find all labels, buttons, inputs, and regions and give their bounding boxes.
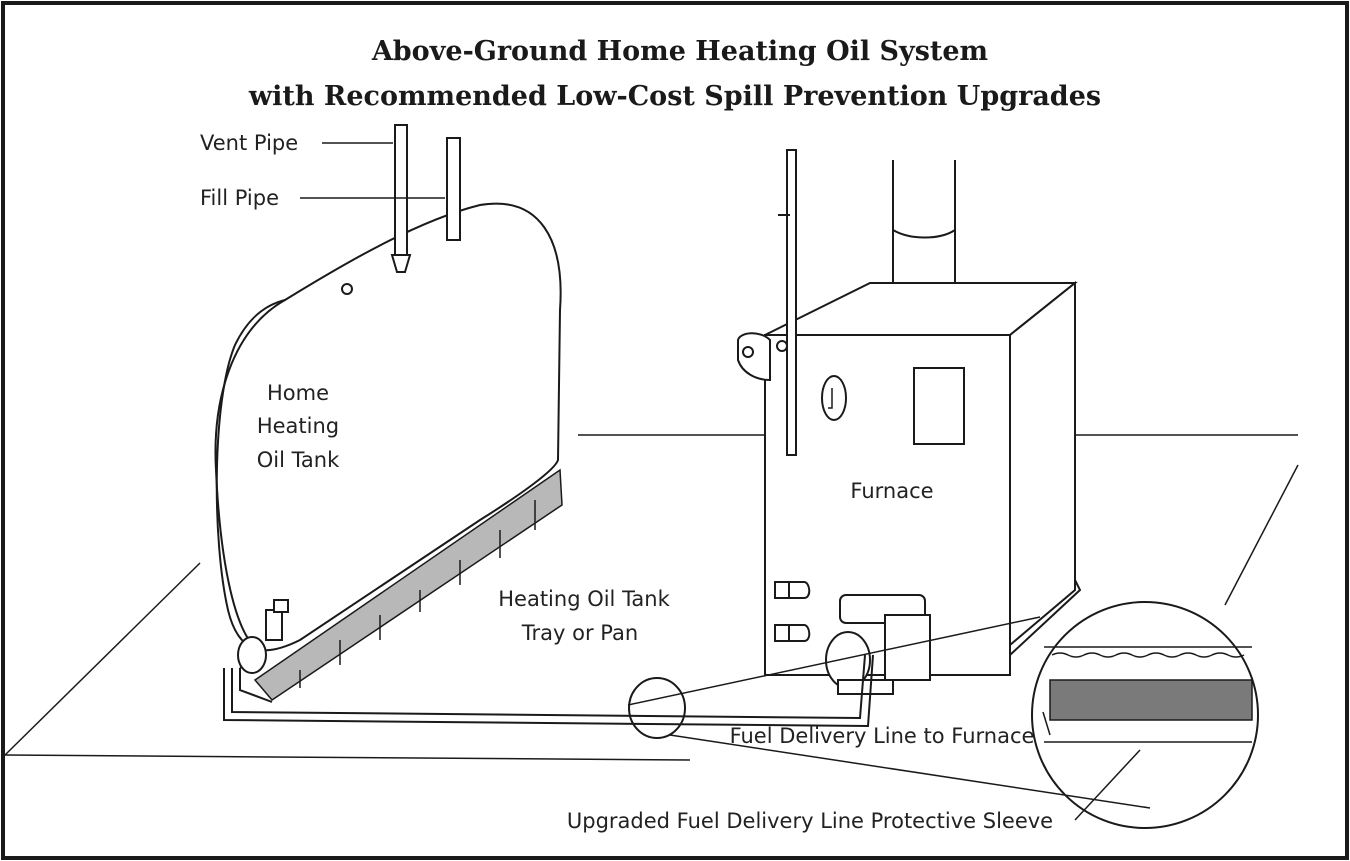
room-outline [4,434,1299,761]
vent-pipe [394,124,408,256]
tank-gauge-port [341,283,353,295]
tray-label-line1: Heating Oil Tank [498,587,670,611]
magnified-callout [627,601,1259,829]
diagram-subtitle: with Recommended Low-Cost Spill Preventi… [248,81,1101,112]
fill-pipe [446,137,461,241]
oil-tank [214,202,562,674]
furnace [737,149,1082,695]
fuel-line-label: Fuel Delivery Line to Furnace [730,724,1035,748]
tank-pipes [390,124,461,273]
fill-pipe-label: Fill Pipe [200,186,279,210]
sleeve-band [1049,679,1253,721]
tank-valve-icon [237,599,289,674]
tank-label-line2: Heating [257,414,339,438]
sleeve-label: Upgraded Fuel Delivery Line Protective S… [567,809,1053,833]
tray-label-line2: Tray or Pan [521,621,638,645]
tank-label-line3: Oil Tank [257,448,340,472]
tank-label-line1: Home [267,381,329,405]
furnace-label: Furnace [850,479,933,503]
diagram-title: Above-Ground Home Heating Oil System [371,36,988,67]
fuel-delivery-line [223,654,874,728]
vent-pipe-label: Vent Pipe [200,131,298,155]
